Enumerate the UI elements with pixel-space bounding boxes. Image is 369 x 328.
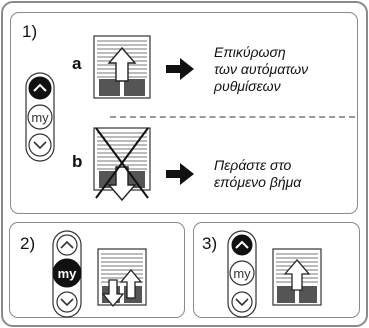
option-b-letter: b <box>72 152 83 171</box>
my-button-icon: my <box>27 104 53 130</box>
shutter-icon <box>93 35 151 99</box>
option-a-caption: Επικύρωση των αυτόματων ρυθμίσεων <box>214 44 308 95</box>
step-2-panel <box>9 222 185 318</box>
option-b-caption: Περάστε στο επόμενο βήμα <box>214 157 301 191</box>
remote-control: my <box>25 72 55 162</box>
separator <box>110 116 355 118</box>
step-3-label: 3) <box>202 234 218 253</box>
up-button-icon <box>56 234 78 256</box>
shutter-icon <box>272 248 322 306</box>
caption-line: επόμενο βήμα <box>214 174 302 190</box>
step-2-label: 2) <box>20 234 36 253</box>
up-button-icon <box>231 234 253 256</box>
my-button-icon: my <box>52 258 82 288</box>
arrow-right-icon <box>166 163 194 185</box>
up-button-icon <box>28 76 52 100</box>
shutter-icon <box>97 248 147 308</box>
caption-line: των αυτόματων <box>214 61 309 77</box>
remote-control: my <box>52 230 82 318</box>
option-a-letter: a <box>72 54 82 73</box>
remote-control: my <box>227 230 257 318</box>
caption-line: Περάστε στο <box>214 157 292 173</box>
my-label: my <box>31 110 49 125</box>
down-button-icon <box>28 133 52 157</box>
my-button-icon: my <box>229 260 255 286</box>
caption-line: Επικύρωση <box>214 44 286 60</box>
down-button-icon <box>231 291 253 313</box>
cross-icon <box>95 127 149 199</box>
my-label: my <box>233 266 251 281</box>
shutter-icon <box>93 127 151 202</box>
caption-line: ρυθμίσεων <box>214 78 281 94</box>
arrow-right-icon <box>166 58 194 80</box>
my-label: my <box>58 266 78 281</box>
up-arrow-icon <box>283 259 311 291</box>
down-button-icon <box>56 291 78 313</box>
step-1-label: 1) <box>22 22 38 41</box>
up-down-arrows-icon <box>101 268 143 308</box>
